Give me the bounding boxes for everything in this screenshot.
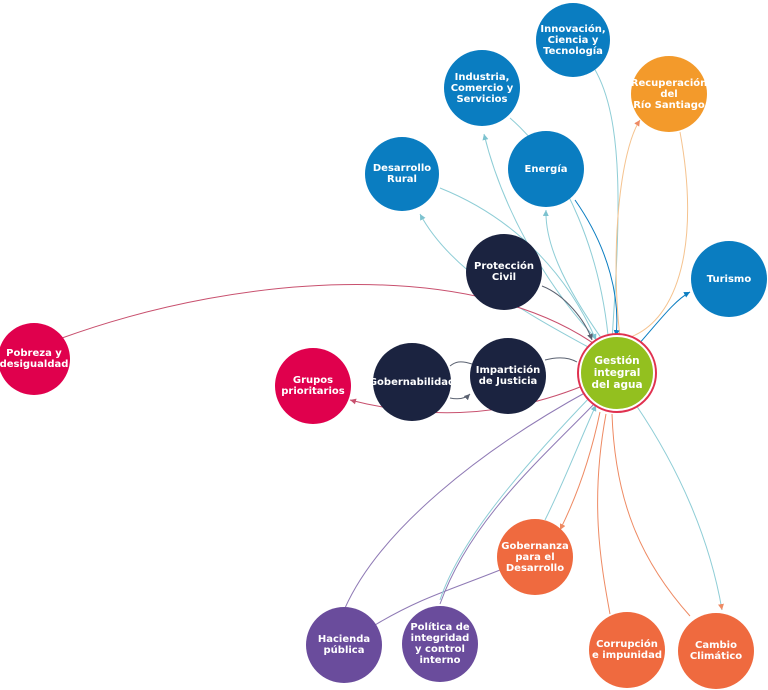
node-label-cambio: Cambio Climático <box>689 640 743 662</box>
node-grupos: Grupos prioritarios <box>275 348 351 424</box>
node-label-gobernanza: Gobernanza para el Desarrollo <box>501 540 569 574</box>
node-industria: Industria, Comercio y Servicios <box>444 50 520 126</box>
node-label-gestion: Gestión integral del agua <box>591 355 643 391</box>
edge-gestion-energia <box>542 209 605 343</box>
edge-gestion-gobernanza <box>559 411 601 531</box>
edge-hacienda-gestion <box>344 389 591 609</box>
edge-gobernabilidad-imparticion <box>449 393 471 401</box>
edge-gestion-corrupcion <box>597 413 611 615</box>
edge-gestion-hacienda2 <box>439 394 593 601</box>
node-label-desarrollo: Desarrollo Rural <box>372 163 432 185</box>
edge-energia-gestion <box>574 199 620 337</box>
node-label-innovacion: Innovación, Ciencia y Tecnología <box>540 23 606 57</box>
edge-gestion-cambio <box>611 413 691 617</box>
node-label-industria: Industria, Comercio y Servicios <box>450 71 514 105</box>
edge-imparticion-gestion <box>544 357 578 363</box>
edge-gobernanza-gestion <box>544 404 597 521</box>
node-label-imparticion: Impartición de Justicia <box>475 365 541 387</box>
edge-desarrollo-gestion <box>439 187 597 341</box>
edge-gestion-industria <box>482 133 601 344</box>
node-label-turismo: Turismo <box>706 273 752 285</box>
node-label-proteccion: Protección Civil <box>474 261 534 283</box>
node-gobernanza: Gobernanza para el Desarrollo <box>497 519 573 595</box>
node-label-pobreza: Pobreza y desigualdad <box>0 348 69 370</box>
node-imparticion: Impartición de Justicia <box>470 338 546 414</box>
edge-recuperacion-gestion <box>627 131 689 339</box>
node-energia: Energía <box>508 131 584 207</box>
node-label-energia: Energía <box>524 163 568 175</box>
node-politica: Política de integridad y control interno <box>402 606 478 682</box>
edge-pobreza-gestion <box>61 284 601 349</box>
edge-gobernanza-hacienda <box>374 569 501 626</box>
node-recuperacion: Recuperación del Río Santiago <box>631 56 707 132</box>
node-label-politica: Política de integridad y control interno <box>410 622 470 666</box>
edge-politica-gestion <box>439 399 599 605</box>
node-corrupcion: Corrupción e impunidad <box>589 612 665 688</box>
node-cambio: Cambio Climático <box>678 613 754 689</box>
node-innovacion: Innovación, Ciencia y Tecnología <box>536 3 610 77</box>
node-label-gobernabilidad: Gobernabilidad <box>368 376 456 388</box>
node-label-grupos: Grupos prioritarios <box>281 375 345 397</box>
edge-gestion-grupos <box>349 384 586 414</box>
node-desarrollo: Desarrollo Rural <box>365 137 439 211</box>
node-gobernabilidad: Gobernabilidad <box>369 343 455 421</box>
edge-imparticion-gobernabilidad <box>449 361 473 367</box>
node-hacienda: Hacienda pública <box>306 607 382 683</box>
node-turismo: Turismo <box>691 241 767 317</box>
edge-gestion-recuperacion <box>615 119 641 339</box>
edge-gestion-turismo <box>637 291 691 346</box>
edge-proteccion-gestion <box>541 285 593 341</box>
node-label-recuperacion: Recuperación del Río Santiago <box>630 77 708 111</box>
edge-gestion-cambio2 <box>635 404 724 611</box>
node-pobreza: Pobreza y desigualdad <box>0 323 70 395</box>
node-gestion: Gestión integral del agua <box>579 335 655 411</box>
edge-gestion-innovacion <box>593 67 619 341</box>
node-label-corrupcion: Corrupción e impunidad <box>592 639 662 661</box>
node-label-hacienda: Hacienda pública <box>317 634 371 656</box>
node-proteccion: Protección Civil <box>466 234 542 310</box>
